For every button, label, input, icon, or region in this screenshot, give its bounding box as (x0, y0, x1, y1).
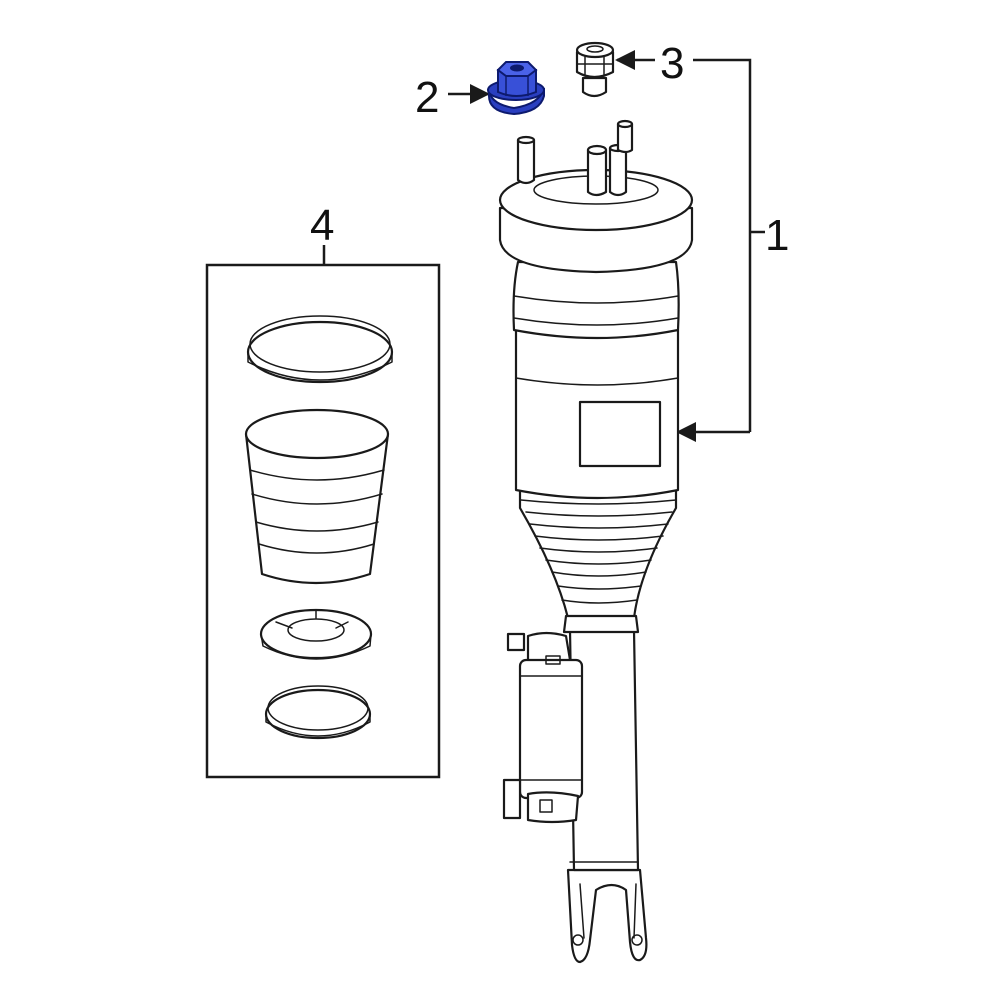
repair-kit-part-4[interactable] (205, 263, 441, 779)
callout-2: 2 (415, 73, 439, 122)
callout-4: 4 (310, 201, 334, 250)
kit-ring-bottom (264, 685, 372, 740)
callout-3: 3 (660, 39, 684, 88)
kit-seal (259, 608, 373, 660)
air-strut-part-1[interactable] (498, 119, 694, 964)
kit-sleeve (244, 408, 390, 585)
nut-part-2[interactable] (487, 61, 545, 116)
kit-ring-top (246, 315, 394, 384)
valve-part-3[interactable] (575, 41, 615, 98)
callout-1: 1 (765, 211, 789, 260)
leader-lines (322, 50, 765, 442)
kit-box-outline (205, 263, 441, 779)
